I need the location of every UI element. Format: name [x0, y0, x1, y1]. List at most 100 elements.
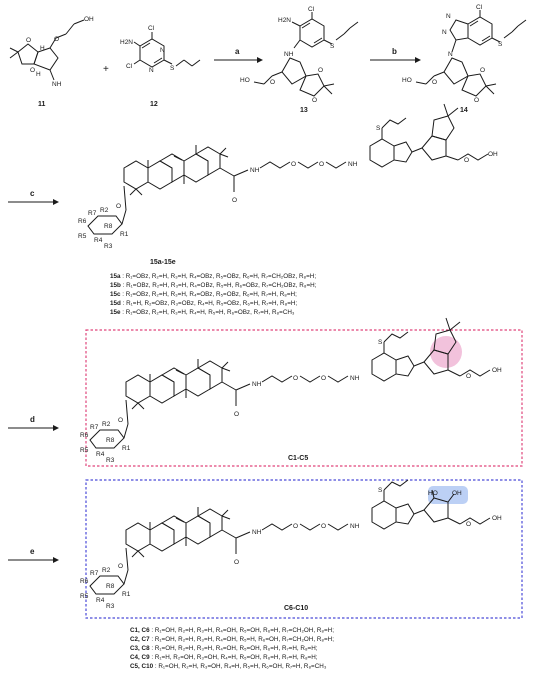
atom-S: S — [376, 125, 381, 132]
svg-text:15c : R₁=OBz, R₂=H, R₃=H, R₄=O: 15c : R₁=OBz, R₂=H, R₃=H, R₄=OBz, R₅=OBz… — [110, 291, 297, 298]
legend-15-id: 15d — [110, 300, 121, 307]
label-14: 14 — [460, 107, 468, 114]
atom-N: N — [448, 51, 453, 58]
legend-15-id: 15a — [110, 273, 121, 280]
step-c-label: c — [30, 189, 35, 198]
atom-Cl: Cl — [148, 25, 155, 32]
atom-NH2: NH — [52, 81, 62, 88]
compound-15: O R6 R7 R2 R8 R1 R5 R4 R3 O NH O O NH S — [78, 103, 498, 266]
legend-15-id: 15e — [110, 309, 121, 316]
legend-c: C1, C6 : R₁=OH, R₂=H, R₃=H, R₄=OH, R₅=OH… — [130, 627, 334, 670]
label-15: 15a-15e — [150, 259, 176, 266]
atom-O: O — [30, 67, 35, 74]
atom-NH: NH — [350, 375, 360, 382]
atom-R4: R4 — [96, 451, 105, 458]
svg-text:C1, C6 : R₁=OH, R₂=H, R₃=H, R₄: C1, C6 : R₁=OH, R₂=H, R₃=H, R₄=OH, R₅=OH… — [130, 627, 334, 634]
legend-15-id: 15c — [110, 291, 121, 298]
atom-O: O — [432, 79, 437, 86]
atom-N: N — [446, 13, 451, 20]
atom-O: O — [234, 559, 239, 566]
compound-c1-c5: O R6 R7 R2 R8 R1 R5 R4 R3 O NH O O NH S … — [80, 317, 502, 464]
atom-N: N — [160, 47, 165, 54]
atom-O: O — [466, 373, 471, 380]
atom-R6: R6 — [80, 578, 89, 585]
atom-O: O — [321, 523, 326, 530]
atom-R8: R8 — [106, 583, 115, 590]
atom-R2: R2 — [102, 567, 111, 574]
compound-11: O O O OH NH H H 11 — [9, 16, 94, 108]
atom-O: O — [480, 67, 485, 74]
svg-text:15d : R₁=H, R₂=OBz, R₃=OBz, R₄: 15d : R₁=H, R₂=OBz, R₃=OBz, R₄=H, R₅=OBz… — [110, 300, 297, 307]
atom-R8: R8 — [104, 223, 113, 230]
atom-NH: NH — [284, 51, 294, 58]
label-13: 13 — [300, 107, 308, 114]
atom-R5: R5 — [80, 593, 89, 600]
compound-13: Cl H2N NH S O O O HO 13 — [240, 6, 359, 114]
atom-R7: R7 — [90, 424, 99, 431]
step-d-label: d — [30, 415, 35, 424]
atom-N: N — [442, 29, 447, 36]
atom-O: O — [26, 37, 31, 44]
atom-R2: R2 — [100, 207, 109, 214]
atom-O: O — [118, 417, 123, 424]
legend-c-text: : R₁=OH, R₂=H, R₃=OH, R₄=H, R₅=H, R₆=OH,… — [153, 663, 327, 670]
atom-O: O — [54, 36, 59, 43]
legend-c-id: C5, C10 — [130, 663, 154, 670]
atom-S: S — [498, 41, 503, 48]
legend-c-text: : R₁=OH, R₂=H, R₃=H, R₄=OH, R₅=OH, R₆=H,… — [150, 645, 318, 652]
atom-R3: R3 — [106, 457, 115, 464]
atom-S: S — [378, 487, 383, 494]
atom-R4: R4 — [94, 237, 103, 244]
atom-HO: HO — [428, 490, 438, 497]
step-a-label: a — [235, 47, 240, 56]
atom-H2N: H2N — [120, 39, 133, 46]
svg-text:C4, C9 : R₁=H, R₂=OH, R₃=OH, R: C4, C9 : R₁=H, R₂=OH, R₃=OH, R₄=H, R₅=OH… — [130, 654, 318, 661]
atom-R2: R2 — [102, 421, 111, 428]
step-b-label: b — [392, 47, 397, 56]
svg-text:C5, C10 : R₁=OH, R₂=H, R₃=OH,: C5, C10 : R₁=OH, R₂=H, R₃=OH, R₄=H, R₅=H… — [130, 663, 327, 670]
atom-R5: R5 — [80, 447, 89, 454]
acetonide-highlight — [430, 336, 462, 368]
legend-c-id: C1, C6 — [130, 627, 150, 634]
atom-O: O — [232, 197, 237, 204]
label-c1-c5: C1-C5 — [288, 455, 308, 462]
atom-Cl: Cl — [476, 4, 483, 11]
atom-OH: OH — [488, 151, 498, 158]
svg-text:C3, C8 : R₁=OH, R₂=H, R₃=H, R₄: C3, C8 : R₁=OH, R₂=H, R₃=H, R₄=OH, R₅=OH… — [130, 645, 318, 652]
legend-15: 15a : R₁=OBz, R₂=H, R₃=H, R₄=OBz, R₅=OBz… — [110, 273, 317, 316]
atom-O: O — [293, 375, 298, 382]
atom-NH: NH — [350, 523, 360, 530]
atom-R7: R7 — [88, 210, 97, 217]
atom-NH: NH — [252, 381, 262, 388]
atom-S: S — [378, 339, 383, 346]
atom-R7: R7 — [90, 570, 99, 577]
atom-S: S — [170, 65, 175, 72]
label-12: 12 — [150, 101, 158, 108]
atom-O: O — [118, 563, 123, 570]
atom-R6: R6 — [80, 432, 89, 439]
legend-c-id: C2, C7 — [130, 636, 150, 643]
atom-O: O — [321, 375, 326, 382]
legend-c-id: C3, C8 — [130, 645, 150, 652]
legend-c-id: C4, C9 — [130, 654, 150, 661]
legend-15-text: : R₁=OBz, R₂=H, R₃=H, R₄=OBz, R₅=H, R₆=O… — [121, 282, 317, 289]
atom-O: O — [234, 411, 239, 418]
atom-OH: OH — [492, 367, 502, 374]
atom-NH: NH — [348, 161, 358, 168]
atom-O: O — [319, 161, 324, 168]
svg-text:15e : R₁=OBz, R₂=H, R₃=H, R₄=H: 15e : R₁=OBz, R₂=H, R₃=H, R₄=H, R₅=H, R₆… — [110, 309, 295, 316]
atom-HO: HO — [402, 77, 412, 84]
legend-15-text: : R₁=OBz, R₂=H, R₃=H, R₄=OBz, R₅=OBz, R₆… — [121, 273, 317, 280]
atom-R3: R3 — [104, 243, 113, 250]
legend-15-text: : R₁=OBz, R₂=H, R₃=H, R₄=OBz, R₅=OBz, R₆… — [121, 291, 298, 298]
atom-O: O — [291, 161, 296, 168]
atom-N: N — [149, 67, 154, 74]
atom-R3: R3 — [106, 603, 115, 610]
atom-NH: NH — [252, 529, 262, 536]
compound-14: Cl N N N S O O O HO 14 — [402, 4, 527, 114]
atom-H: H — [36, 71, 41, 78]
legend-c-text: : R₁=OH, R₂=H, R₃=H, R₄=OH, R₅=OH, R₆=H,… — [150, 627, 335, 634]
atom-R4: R4 — [96, 597, 105, 604]
atom-R6: R6 — [78, 218, 87, 225]
